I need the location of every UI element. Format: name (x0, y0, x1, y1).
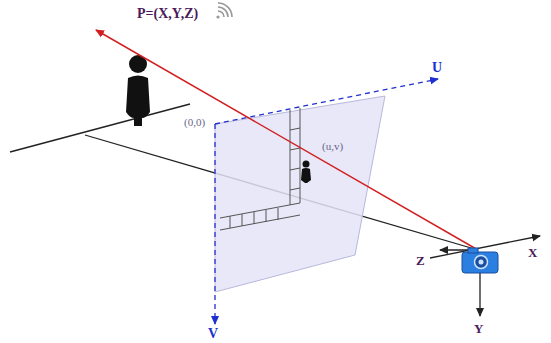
axis-label: Y (474, 322, 483, 336)
pixel-label: (u,v) (322, 140, 343, 152)
origin-label: (0,0) (184, 116, 205, 128)
axis-label: U (432, 60, 442, 75)
pixel-grid (220, 108, 300, 230)
axis-label: X (528, 246, 537, 260)
image-plane (215, 96, 385, 292)
projected-person (301, 161, 311, 184)
wifi-icon (216, 3, 232, 19)
v-axis (214, 124, 215, 324)
axis-label: Z (416, 254, 425, 268)
y-axis (479, 272, 480, 316)
projection-ray (96, 30, 478, 250)
person (126, 55, 150, 126)
ground-line (10, 104, 190, 152)
point-label: P=(X,Y,Z) (137, 6, 198, 21)
axis-label: V (208, 326, 218, 341)
camera (462, 248, 498, 273)
